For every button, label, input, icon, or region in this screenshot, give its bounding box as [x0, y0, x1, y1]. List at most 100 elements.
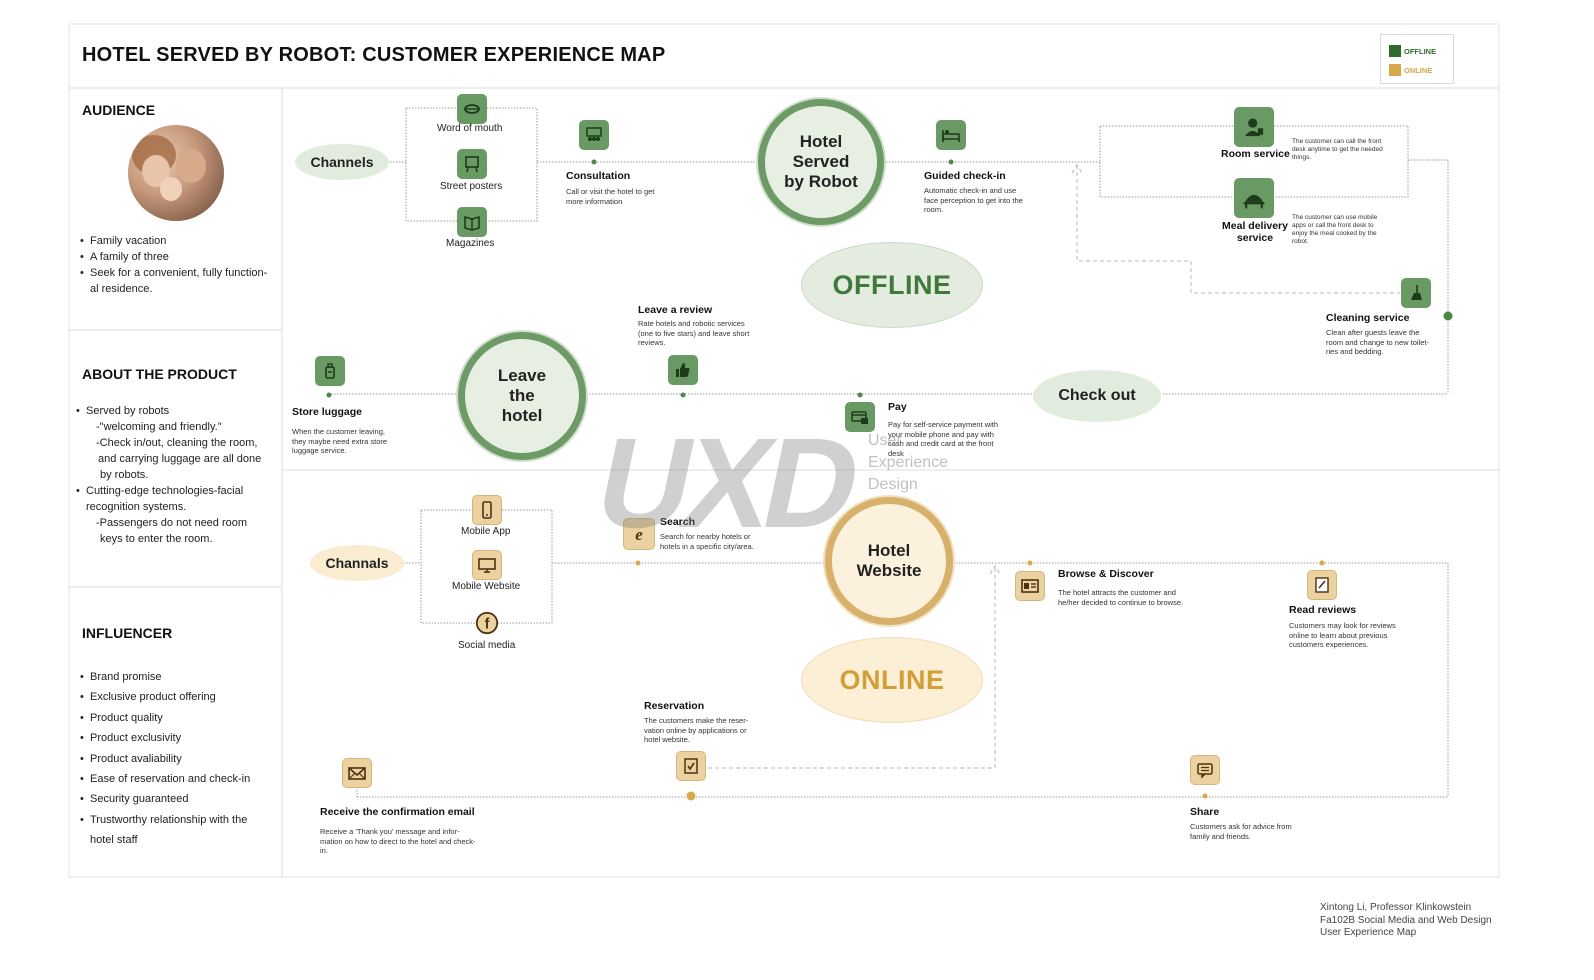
channel-mobile-app: Mobile App [461, 526, 511, 537]
luggage-desc: When the customer leaving, they maybe ne… [292, 427, 388, 455]
online-section-label: ONLINE [801, 637, 983, 723]
influencer-item: Ease of reservation and check-in [80, 769, 280, 790]
audience-list: Family vacation A family of three Seek f… [80, 233, 280, 297]
influencer-item: Trustworthy relationship with the [80, 810, 280, 831]
photo-face-child [160, 177, 182, 201]
audience-item: Family vacation [80, 233, 280, 249]
channel-magazines: Magazines [446, 238, 495, 249]
facebook-icon: f [472, 608, 502, 638]
influencer-heading: INFLUENCER [82, 625, 173, 641]
review-desc: Rate hotels and robotic services (one to… [638, 319, 750, 347]
review-title: Leave a review [638, 304, 713, 316]
legend-online-label: ONLINE [1404, 65, 1433, 75]
room-service-desc: The customer can call the front desk any… [1292, 138, 1383, 161]
mouth-icon [457, 94, 487, 124]
offline-channels-pill: Channels [295, 144, 389, 180]
legend: OFFLINE ONLINE [1380, 34, 1454, 84]
meal-desc: The customer can use mobile apps or call… [1292, 214, 1378, 245]
audience-photo [128, 125, 224, 221]
online-channels-pill: Channals [310, 545, 404, 581]
audience-item: al residence. [90, 283, 153, 295]
influencer-item: Product avaliability [80, 749, 280, 770]
product-heading: ABOUT THE PRODUCT [82, 366, 237, 382]
author-credit: Xintong Li, Professor Klinkowstein Fa102… [1320, 902, 1492, 938]
product-list: Served by robots -"welcoming and friendl… [76, 403, 282, 547]
room-service-icon [1234, 107, 1274, 147]
legend-offline: OFFLINE [1389, 44, 1436, 58]
email-title: Receive the confirmation email [320, 806, 475, 818]
browse-desc: The hotel attracts the customer and he/h… [1058, 588, 1184, 607]
product-item: recognition systems. [86, 501, 187, 513]
consultation-desc: Call or visit the hotel to get more info… [566, 187, 655, 206]
read-reviews-title: Read reviews [1289, 604, 1357, 616]
product-item: by robots. [100, 469, 149, 481]
influencer-item: Brand promise [80, 667, 280, 688]
search-desc: Search for nearby hotels or hotels in a … [660, 532, 754, 551]
search-title: Search [660, 516, 696, 528]
influencer-item: Security guaranteed [80, 789, 280, 810]
checkin-title: Guided check-in [924, 170, 1006, 182]
channel-word-of-mouth: Word of mouth [437, 123, 503, 134]
uxd-watermark: UXD [584, 412, 868, 555]
broom-icon [1401, 278, 1431, 308]
audience-item: A family of three [80, 249, 280, 265]
influencer-item: hotel staff [90, 834, 138, 847]
monitor-icon [472, 550, 502, 580]
checklist-icon [676, 751, 706, 781]
poster-icon [457, 149, 487, 179]
audience-item: Seek for a convenient, fully function- [80, 265, 280, 281]
review-note-icon [1307, 570, 1337, 600]
meal-title: Meal delivery service [1222, 220, 1288, 244]
consultation-title: Consultation [566, 170, 631, 182]
audience-heading: AUDIENCE [82, 102, 156, 118]
consultation-icon [579, 120, 609, 150]
check-out-pill: Check out [1033, 370, 1161, 422]
product-item: -Check in/out, cleaning the room, [96, 437, 258, 449]
channel-social-media: Social media [458, 640, 516, 651]
page-title: HOTEL SERVED BY ROBOT: CUSTOMER EXPERIEN… [82, 44, 666, 66]
magazine-icon [457, 207, 487, 237]
legend-offline-label: OFFLINE [1404, 46, 1437, 56]
meal-icon [1234, 178, 1274, 218]
luggage-title: Store luggage [292, 406, 363, 418]
pay-desc: Pay for self-service payment with your m… [888, 420, 999, 458]
product-item: -Passengers do not need room [96, 517, 248, 529]
offline-section-label: OFFLINE [801, 242, 983, 328]
pay-title: Pay [888, 401, 907, 413]
thumbs-up-icon [668, 355, 698, 385]
envelope-icon [342, 758, 372, 788]
hub-website-label: Hotel Website [856, 541, 922, 580]
share-desc: Customers ask for advice from family and… [1190, 822, 1292, 841]
reservation-desc: The customers make the reser-vation onli… [644, 716, 749, 744]
influencer-list: Brand promise Exclusive product offering… [80, 667, 280, 851]
room-service-title: Room service [1221, 148, 1290, 160]
product-item: Cutting-edge technologies-facial [76, 483, 282, 499]
checkin-desc: Automatic check-in and use face percepti… [924, 186, 1023, 214]
product-item: keys to enter the room. [100, 533, 213, 545]
legend-offline-swatch [1389, 45, 1401, 57]
channel-street-posters: Street posters [440, 181, 503, 192]
email-desc: Receive a 'Thank you' message and infor-… [320, 827, 476, 855]
share-chat-icon [1190, 755, 1220, 785]
legend-online-swatch [1389, 64, 1401, 76]
hub-hotel-label: Hotel Served by Robot [784, 132, 858, 191]
reservation-title: Reservation [644, 700, 705, 712]
hub-hotel-website: Hotel Website [825, 497, 953, 625]
share-title: Share [1190, 806, 1220, 818]
cleaning-desc: Clean after guests leave the room and ch… [1326, 328, 1429, 356]
read-reviews-desc: Customers may look for reviews online to… [1289, 621, 1396, 649]
svg-text:e: e [635, 525, 643, 544]
svg-text:f: f [485, 616, 490, 632]
bed-icon [936, 120, 966, 150]
luggage-icon [315, 356, 345, 386]
influencer-item: Product exclusivity [80, 728, 280, 749]
hub-hotel-served-by-robot: Hotel Served by Robot [758, 99, 884, 225]
influencer-item: Product quality [80, 708, 280, 729]
uxd-watermark-subtitle: User Experience Design [868, 432, 949, 493]
browse-icon [1015, 571, 1045, 601]
product-item: -"welcoming and friendly." [96, 421, 222, 433]
photo-face-father [176, 149, 206, 183]
hub-leave-label: Leave the hotel [497, 366, 547, 425]
